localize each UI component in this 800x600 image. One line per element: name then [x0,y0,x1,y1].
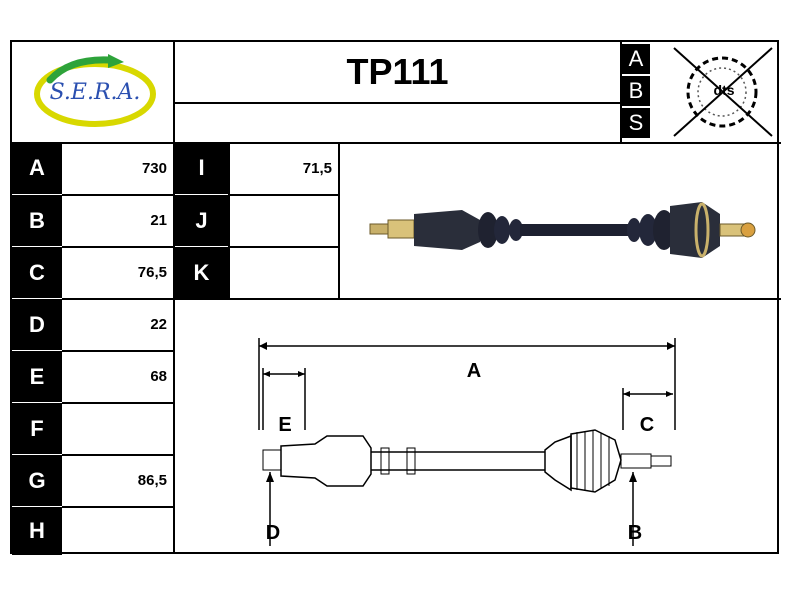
spec-value-b: 21 [150,211,167,229]
spec-sheet-frame: S.E.R.A. TP111 A B S dts A B C D E F G H… [10,40,781,555]
dts-gear-crossed: dts [660,44,778,140]
drive-shaft-photo-icon [369,202,756,258]
sera-logo: S.E.R.A. [30,50,160,134]
spec-label-e: E [12,350,62,403]
spec-value-e: 68 [150,367,167,385]
product-photo [342,146,778,296]
spec-value-j [230,194,338,246]
sera-logo-text: S.E.R.A. [49,80,141,105]
spec-label-c: C [12,246,62,299]
diagram-label-c: C [639,414,655,436]
spec-label-h: H [12,506,62,555]
abs-letter-b: B [622,76,650,106]
part-number-title: TP111 [346,51,449,92]
header-bottom-line [12,142,781,144]
spec-value-f [62,402,173,454]
spec-label-j: J [175,194,228,247]
spec-label-d: D [12,298,62,351]
spec-label-a: A [12,142,62,194]
diagram-label-b: B [627,522,643,544]
spec-label-i: I [175,142,228,194]
diagram-label-d: D [265,522,281,544]
spec-value-k [230,246,338,298]
abs-letter-a: A [622,44,650,74]
spec-value-a: 730 [141,159,167,177]
spec-value-i: 71,5 [302,159,332,177]
dts-label: dts [713,82,735,98]
drive-shaft-diagram-icon [258,338,676,546]
spec-label-b: B [12,194,62,247]
header-divider-2 [620,42,622,142]
spec-value-c: 76,5 [137,263,167,281]
spec-value-h [62,506,173,554]
right-value-border [338,142,340,298]
header-inner-line [173,102,622,104]
abs-letter-s: S [622,108,650,138]
spec-label-f: F [12,402,62,455]
spec-value-g: 86,5 [137,471,167,489]
right-label-border [228,142,230,298]
spec-value-d: 22 [150,315,167,333]
dimension-diagram: A E C D B [175,300,779,554]
header-divider-1 [173,42,175,142]
sera-logo-icon [34,54,156,127]
gear-icon [673,47,773,137]
spec-label-g: G [12,454,62,507]
mid-horizontal-line [173,298,781,300]
left-table-right-border [173,142,175,554]
diagram-label-e: E [278,414,292,436]
diagram-label-a: A [466,360,482,382]
spec-label-k: K [175,246,228,299]
